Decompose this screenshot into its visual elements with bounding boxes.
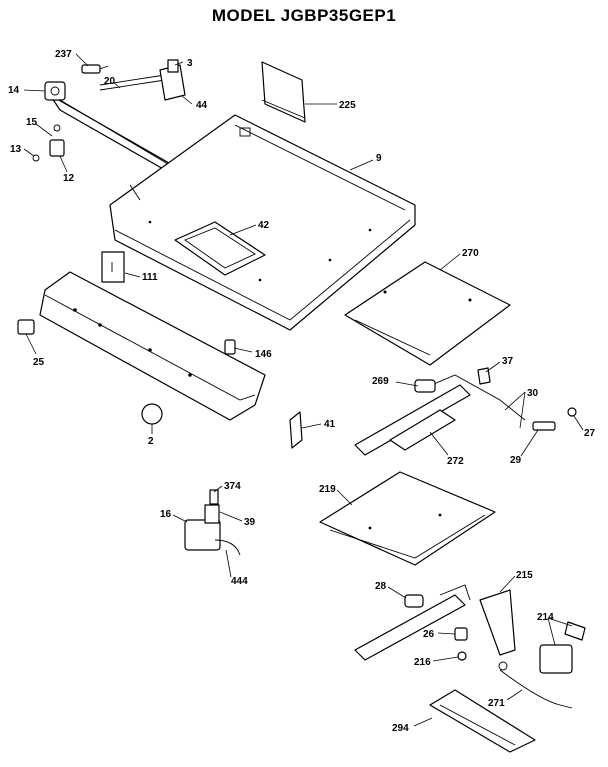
- label-2: 2: [148, 436, 154, 447]
- label-146: 146: [255, 349, 272, 360]
- label-237: 237: [55, 49, 72, 60]
- label-444: 444: [231, 576, 248, 587]
- part-cover-270: [344, 261, 511, 366]
- part-bracket-37: [477, 367, 491, 385]
- part-shield-294: [429, 689, 536, 753]
- part-igniter-214: [539, 621, 586, 674]
- label-111: 111: [142, 272, 158, 283]
- part-orifice-237: [81, 64, 109, 74]
- part-shield-272: [389, 409, 456, 451]
- label-9: 9: [376, 153, 382, 164]
- label-13: 13: [10, 144, 22, 155]
- label-219: 219: [319, 484, 336, 495]
- label-216: 216: [414, 657, 431, 668]
- label-374: 374: [224, 481, 241, 492]
- label-39: 39: [244, 517, 256, 528]
- label-12: 12: [63, 173, 75, 184]
- part-clip-146: [224, 339, 236, 355]
- part-front-rail: [39, 271, 266, 421]
- part-pan-219: [319, 471, 496, 566]
- label-25: 25: [33, 357, 45, 368]
- part-burner-box-9: [109, 114, 416, 331]
- label-30: 30: [527, 388, 539, 399]
- label-37: 37: [502, 356, 514, 367]
- part-nut-216: [457, 651, 467, 661]
- leader-lines: [23, 53, 584, 727]
- part-clip-26: [454, 627, 468, 641]
- part-bracket-215: [479, 589, 516, 656]
- label-44: 44: [196, 100, 208, 111]
- label-27: 27: [584, 428, 596, 439]
- label-269: 269: [372, 376, 389, 387]
- label-294: 294: [392, 723, 409, 734]
- part-panel-225: [261, 61, 306, 123]
- label-214: 214: [537, 612, 554, 623]
- label-225: 225: [339, 100, 356, 111]
- label-20: 20: [104, 76, 116, 87]
- label-14: 14: [8, 85, 20, 96]
- part-bracket-3-44: [159, 59, 186, 101]
- label-272: 272: [447, 456, 464, 467]
- label-215: 215: [516, 570, 533, 581]
- part-valve-14: [44, 81, 66, 101]
- part-window-42: [174, 221, 266, 276]
- part-label-111: [101, 251, 125, 283]
- label-16: 16: [160, 509, 172, 520]
- part-tube-271: [498, 661, 573, 709]
- part-orifice-29: [532, 421, 556, 431]
- part-nut-27: [567, 407, 577, 417]
- part-knob-2: [141, 403, 163, 425]
- label-28: 28: [375, 581, 387, 592]
- label-29: 29: [510, 455, 522, 466]
- part-valve-12: [32, 124, 65, 162]
- label-26: 26: [423, 629, 435, 640]
- label-271: 271: [488, 698, 505, 709]
- part-burner-269: [354, 374, 526, 456]
- model-title: MODEL JGBP35GEP1: [211, 6, 397, 25]
- part-burner-28: [354, 584, 471, 661]
- label-3: 3: [187, 58, 193, 69]
- label-15: 15: [26, 117, 38, 128]
- part-clip-25: [17, 319, 35, 335]
- label-42: 42: [258, 220, 270, 231]
- label-270: 270: [462, 248, 479, 259]
- part-bracket-41: [289, 411, 303, 449]
- label-41: 41: [324, 419, 336, 430]
- part-valve-16: [184, 489, 241, 556]
